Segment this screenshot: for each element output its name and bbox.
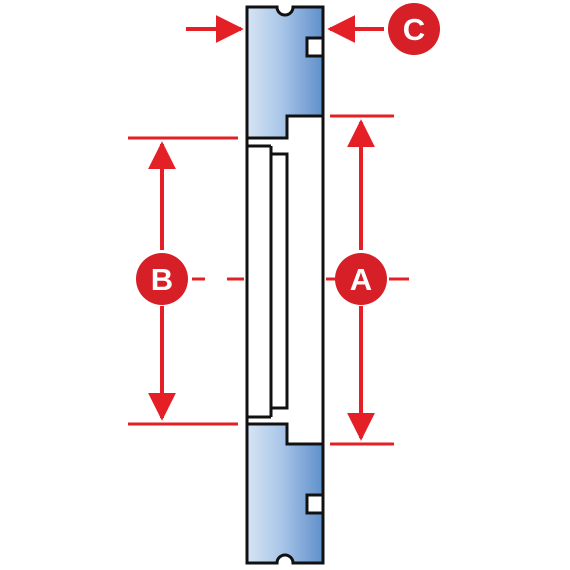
detent-top — [305, 36, 325, 58]
recess-inner-wall — [271, 152, 289, 410]
flange-body — [245, 5, 325, 565]
recess-step-bracket — [247, 144, 271, 419]
badge-c — [388, 3, 440, 55]
dimension-b: B — [128, 136, 244, 426]
badge-a — [335, 253, 387, 305]
inner-recess — [245, 114, 325, 446]
label-a: A — [350, 262, 372, 297]
dimension-c: C — [186, 3, 440, 55]
dimension-a: A — [326, 114, 409, 446]
detent-bottom — [305, 493, 325, 515]
label-b: B — [151, 262, 173, 297]
label-c: C — [403, 12, 425, 47]
badge-b — [136, 253, 188, 305]
